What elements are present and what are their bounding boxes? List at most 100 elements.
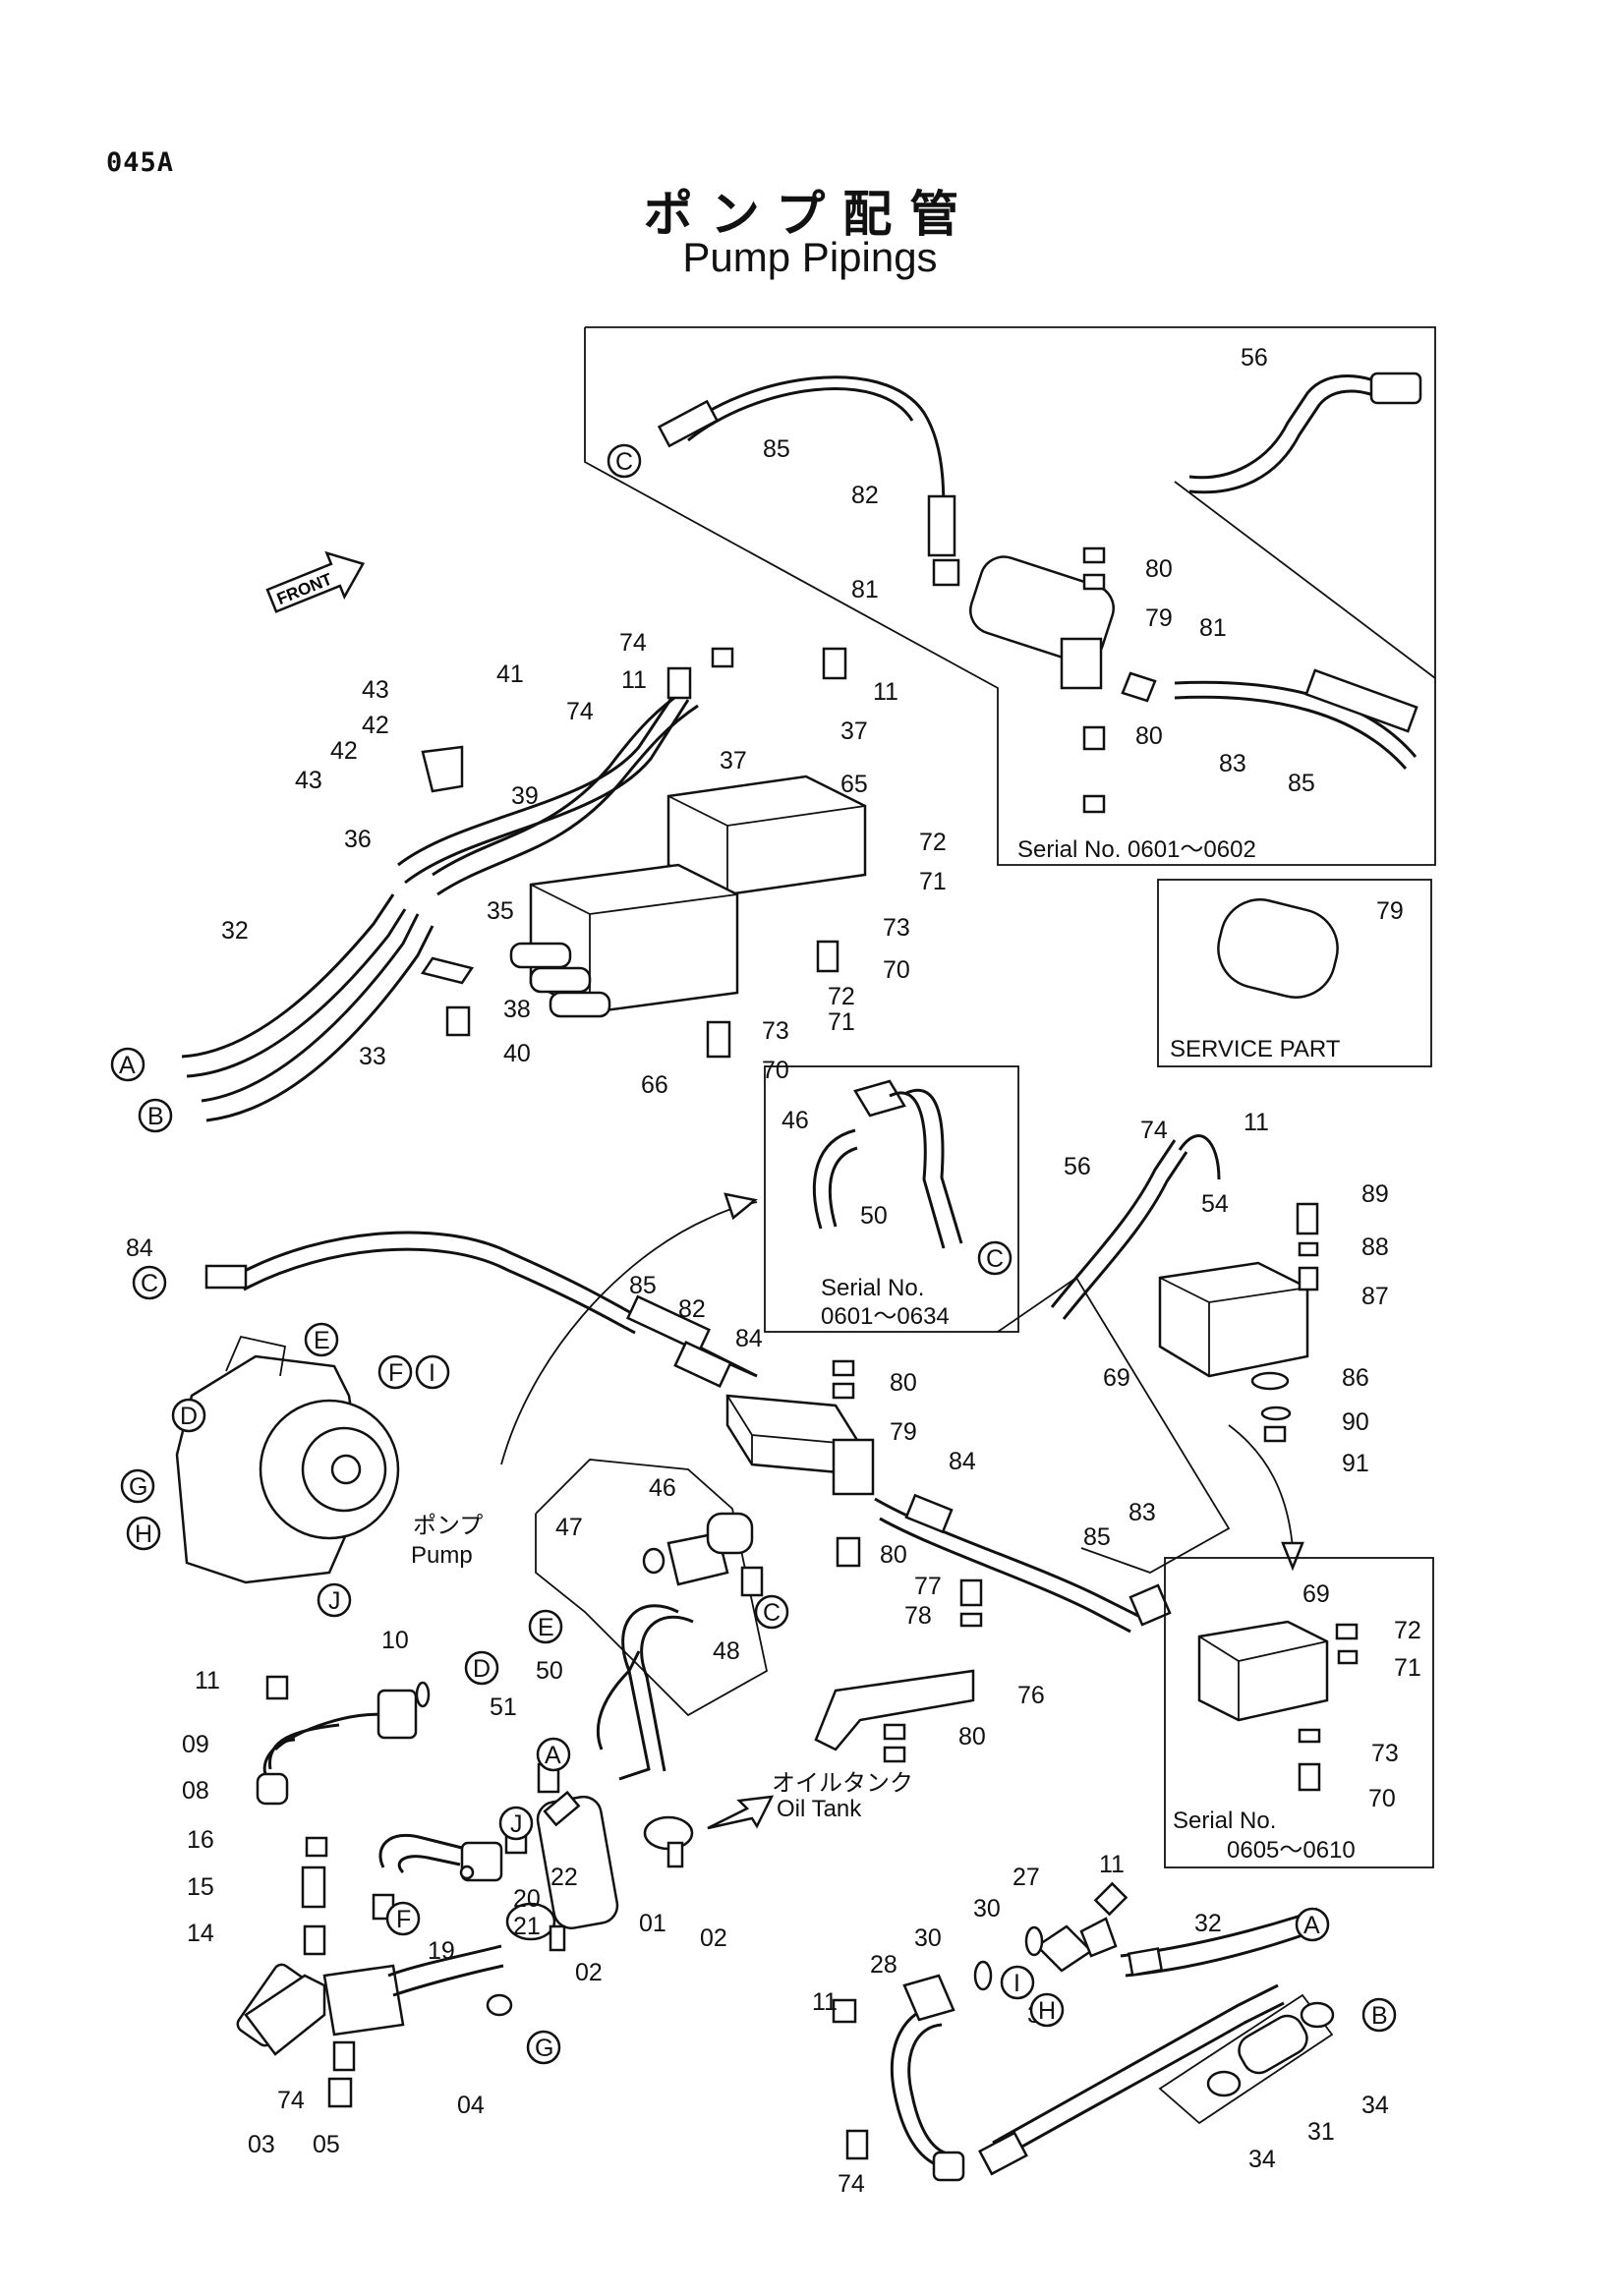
callout-02: 02 [700, 1924, 727, 1952]
callout-86: 86 [1342, 1364, 1369, 1392]
callout-01: 01 [639, 1910, 666, 1937]
callout-70: 70 [762, 1057, 789, 1084]
callout-72: 72 [1394, 1617, 1421, 1644]
connection-I-right: I [1000, 1965, 1035, 2000]
callout-79: 79 [1145, 604, 1173, 632]
connection-F: F [377, 1354, 413, 1390]
callout-16: 16 [187, 1826, 214, 1854]
callout-02: 02 [575, 1959, 603, 1986]
callout-50: 50 [536, 1657, 563, 1685]
connection-H-right: H [1029, 1992, 1065, 2028]
callout-41: 41 [496, 660, 524, 688]
connection-E-top: E [304, 1322, 339, 1357]
connection-I: I [415, 1354, 450, 1390]
callout-04: 04 [457, 2092, 485, 2119]
callout-83: 83 [1128, 1499, 1156, 1526]
hose-32 [181, 893, 395, 1059]
callout-46: 46 [781, 1107, 809, 1134]
svg-text:A: A [1303, 1912, 1320, 1939]
callout-74: 74 [619, 629, 647, 657]
hose-31 [1238, 2014, 1308, 2075]
callout-65: 65 [840, 771, 868, 798]
connection-G-lower: G [526, 2030, 561, 2065]
callout-84: 84 [949, 1448, 976, 1475]
connection-A-upper: A [110, 1047, 145, 1082]
callout-85: 85 [1083, 1523, 1111, 1551]
callout-40: 40 [503, 1040, 531, 1067]
callout-30: 30 [973, 1895, 1001, 1923]
callout-70: 70 [883, 956, 910, 984]
callout-11: 11 [195, 1667, 220, 1694]
oil-tank-label-japanese: オイルタンク [772, 1770, 913, 1797]
pump-label: Pump [411, 1542, 473, 1569]
callout-76: 76 [1017, 1682, 1045, 1709]
svg-text:I: I [429, 1359, 435, 1387]
pump-label-japanese: ポンプ [413, 1513, 483, 1539]
callout-21: 21 [513, 1913, 541, 1940]
serial-note-top: Serial No. 0601～0602 [1017, 836, 1256, 863]
callout-74: 74 [566, 698, 594, 725]
connection-J: J [317, 1582, 352, 1618]
connection-J-lower: J [498, 1806, 534, 1841]
callout-10: 10 [381, 1627, 409, 1654]
callout-78: 78 [904, 1602, 932, 1630]
callout-80: 80 [1145, 555, 1173, 583]
callout-39: 39 [511, 782, 539, 810]
callout-73: 73 [1371, 1740, 1399, 1767]
callout-38: 38 [503, 996, 531, 1023]
svg-text:I: I [1013, 1970, 1020, 1997]
callout-74: 74 [1140, 1117, 1168, 1144]
connection-G: G [120, 1468, 155, 1504]
callout-47: 47 [555, 1514, 583, 1541]
callout-51: 51 [490, 1693, 517, 1721]
bracket-76 [814, 1669, 975, 1751]
svg-text:G: G [129, 1473, 147, 1501]
callout-03: 03 [248, 2131, 275, 2158]
pipe-50-inset [813, 1128, 856, 1230]
callout-11: 11 [812, 1988, 838, 2016]
callout-30: 30 [914, 1924, 942, 1952]
svg-text:E: E [538, 1614, 554, 1641]
callout-33: 33 [359, 1043, 386, 1070]
callout-56: 56 [1064, 1153, 1091, 1180]
callout-42: 42 [330, 737, 358, 765]
callout-08: 08 [182, 1777, 209, 1805]
hose-33 [201, 913, 420, 1103]
callout-82: 82 [851, 482, 879, 509]
serial-inset-lower [1164, 1557, 1434, 1868]
connection-F-lower: F [385, 1901, 421, 1936]
svg-text:D: D [473, 1655, 491, 1683]
service-part-label: SERVICE PART [1170, 1036, 1341, 1062]
front-arrow-icon: FRONT [265, 550, 366, 613]
connection-B-right: B [1361, 1997, 1397, 2033]
callout-72: 72 [828, 983, 855, 1010]
callout-90: 90 [1342, 1408, 1369, 1436]
suction-pipe-09 [273, 1712, 389, 1751]
hose-82 [677, 375, 946, 551]
elbow-81 [932, 558, 960, 587]
svg-text:E: E [314, 1327, 330, 1354]
suction-pipe-28 [890, 2003, 945, 2169]
callout-43: 43 [362, 676, 389, 704]
callout-72: 72 [919, 829, 947, 856]
pipe-36 [397, 687, 680, 867]
serial-note-lower-1: Serial No. [1173, 1808, 1276, 1834]
callout-43: 43 [295, 767, 322, 794]
hose-84 [240, 1231, 640, 1319]
callout-37: 37 [720, 747, 747, 775]
connection-C-center: C [132, 1265, 167, 1300]
hose-33-lower [992, 1983, 1279, 2145]
serial-note-mid-2: 0601～0634 [821, 1303, 950, 1330]
callout-80: 80 [880, 1541, 907, 1569]
callout-71: 71 [919, 868, 947, 895]
svg-text:B: B [1371, 2002, 1388, 2030]
pipe-56-right [1050, 1139, 1177, 1308]
callout-28: 28 [870, 1951, 897, 1979]
connection-C-top: C [607, 443, 642, 479]
callout-71: 71 [828, 1008, 855, 1036]
callout-80: 80 [958, 1723, 986, 1751]
callout-32: 32 [221, 917, 249, 945]
serial-note-lower-2: 0605～0610 [1227, 1837, 1356, 1864]
callout-79: 79 [1376, 897, 1404, 925]
